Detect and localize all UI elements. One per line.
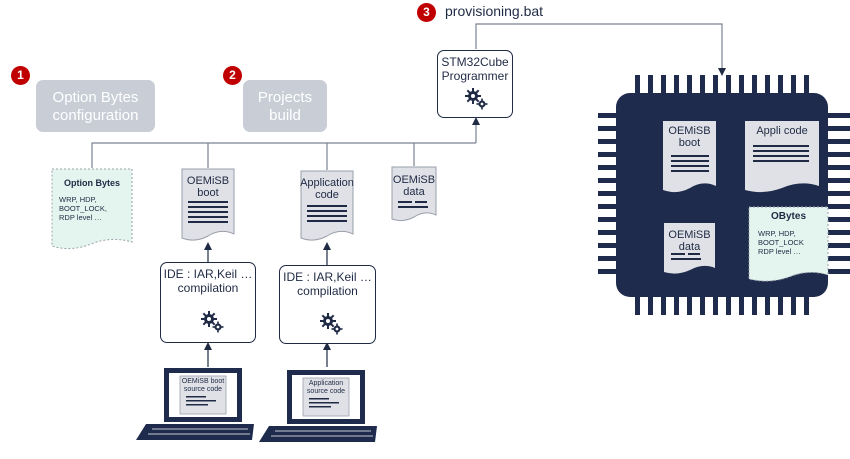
chip-oemisb-boot-line2: boot xyxy=(678,137,701,149)
oemisb-data-doc-label: OEMiSB data xyxy=(391,174,437,198)
collector-bus-line xyxy=(91,142,476,168)
laptop-left-line2: source code xyxy=(183,386,223,393)
stm32cube-programmer-box: STM32Cube Programmer xyxy=(437,50,513,118)
ide-right-line1: IDE : IAR,Keil … xyxy=(283,270,372,284)
chip-oemisb-data-line1: OEMiSB xyxy=(668,229,711,241)
oemisb-boot-line1: OEMiSB xyxy=(186,175,230,187)
chip-obytes-line-2: BOOT_LOCK xyxy=(758,238,804,247)
programmer-line1: STM32Cube xyxy=(441,55,509,69)
step-1-badge: 1 xyxy=(11,66,30,85)
option-bytes-configuration-box: Option Bytes configuration xyxy=(36,80,155,132)
option-bytes-line-3: RDP level … xyxy=(59,213,102,222)
oemisb-boot-document: OEMiSB boot xyxy=(181,168,235,244)
ide-left-line1: IDE : IAR,Keil … xyxy=(163,267,253,281)
projects-build-line2: build xyxy=(269,107,301,124)
projects-build-line1: Projects xyxy=(257,89,313,106)
laptop-right-label: Application source code xyxy=(303,380,349,396)
application-code-doc-label: Application code xyxy=(300,177,354,201)
ide-left-line2: compilation xyxy=(177,281,239,295)
gear-icon xyxy=(465,88,488,110)
chip-obytes-lines: WRP, HDP, BOOT_LOCK RDP level … xyxy=(758,229,804,256)
ide-compilation-box-right: IDE : IAR,Keil … compilation xyxy=(279,265,376,344)
option-bytes-doc-title: Option Bytes xyxy=(63,178,120,188)
step-3-badge: 3 xyxy=(417,3,436,22)
gear-icon xyxy=(201,311,224,333)
chip-appli-code-text: Appli code xyxy=(756,125,808,137)
laptop-left-line1: OEMiSB boot xyxy=(181,378,225,385)
application-code-line1: Application xyxy=(300,177,354,189)
laptop-right-line2: source code xyxy=(306,388,346,395)
provisioning-to-chip-line xyxy=(475,23,726,76)
chip-obytes-line-3: RDP level … xyxy=(758,247,801,256)
provisioning-script-label: provisioning.bat xyxy=(445,3,544,19)
option-bytes-config-line1: Option Bytes xyxy=(52,89,139,106)
chip-oemisb-data-line2: data xyxy=(678,241,701,253)
gear-icon xyxy=(320,313,343,335)
laptop-icon-left: OEMiSB boot source code xyxy=(136,366,254,442)
option-bytes-line-2: BOOT_LOCK, xyxy=(59,204,107,213)
chip-oemisb-data-label: OEMiSB data xyxy=(664,229,715,253)
chip-oemisb-boot-label: OEMiSB boot xyxy=(663,125,716,149)
oemisb-data-document: OEMiSB data xyxy=(391,166,437,224)
oemisb-boot-line2: boot xyxy=(197,187,219,199)
chip-obytes-title: OBytes xyxy=(770,211,806,222)
option-bytes-document: Option Bytes WRP, HDP, BOOT_LOCK, RDP le… xyxy=(51,168,133,253)
oemisb-data-line1: OEMiSB xyxy=(392,174,436,186)
chip-obytes-line-1: WRP, HDP, xyxy=(758,229,796,238)
ide-right-line2: compilation xyxy=(297,284,358,298)
option-bytes-line-1: WRP, HDP, xyxy=(59,195,97,204)
option-bytes-config-line2: configuration xyxy=(52,107,139,124)
laptop-icon-right: Application source code xyxy=(259,368,377,444)
projects-build-box: Projects build xyxy=(243,80,327,132)
laptop-right-line1: Application xyxy=(308,380,344,387)
programmer-line2: Programmer xyxy=(441,69,509,83)
chip-appli-code-label: Appli code xyxy=(745,125,819,137)
microcontroller-chip xyxy=(598,75,850,315)
option-bytes-doc-lines: WRP, HDP, BOOT_LOCK, RDP level … xyxy=(59,195,107,222)
laptop-left-label: OEMiSB boot source code xyxy=(180,378,226,394)
step-2-badge: 2 xyxy=(223,66,242,85)
application-code-line2: code xyxy=(315,189,339,201)
ide-compilation-box-left: IDE : IAR,Keil … compilation xyxy=(160,262,256,343)
application-code-document: Application code xyxy=(300,170,354,244)
oemisb-data-line2: data xyxy=(403,186,425,198)
oemisb-boot-doc-label: OEMiSB boot xyxy=(181,175,235,199)
chip-oemisb-boot-line1: OEMiSB xyxy=(668,125,711,137)
